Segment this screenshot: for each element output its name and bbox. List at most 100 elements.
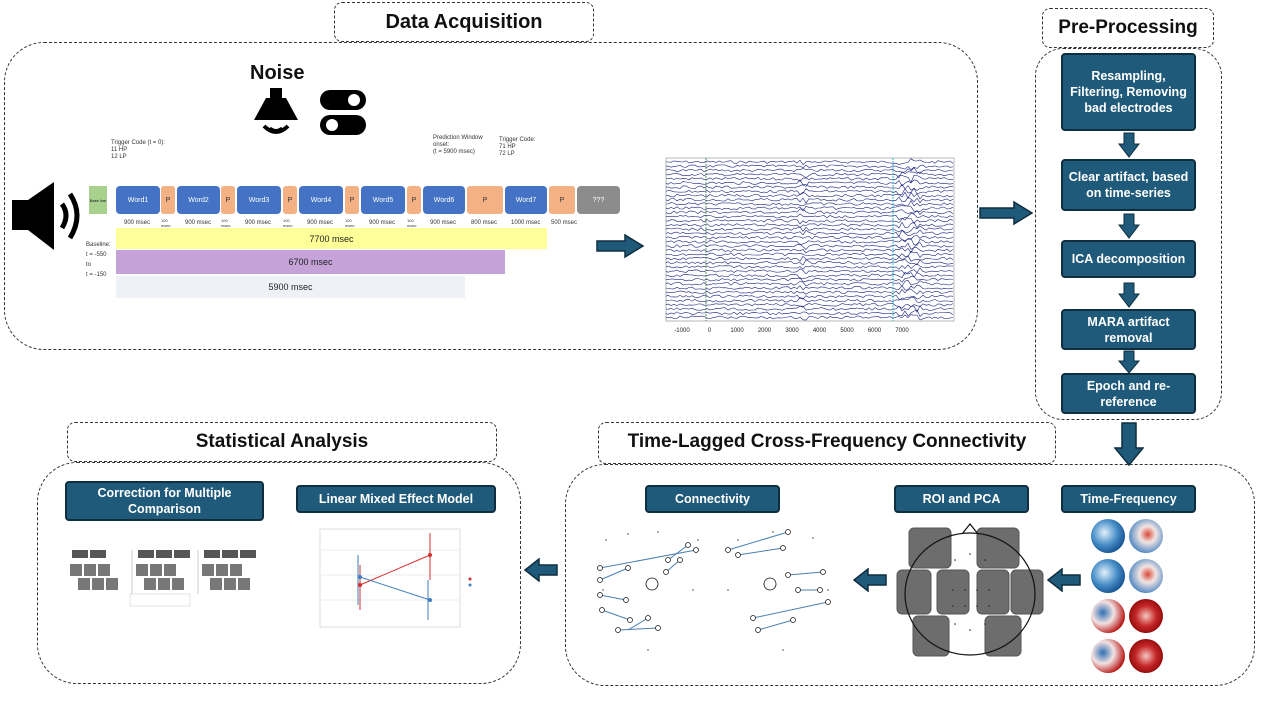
eeg-channel-trace — [665, 280, 954, 287]
eeg-channel-trace — [665, 258, 954, 266]
eeg-channel-trace — [665, 167, 953, 174]
eeg-channel-trace — [665, 242, 954, 250]
roi-pca-label: ROI and PCA — [894, 485, 1029, 513]
pause-box: P — [221, 186, 235, 214]
step-clear-artifact: Clear artifact, based on time-series — [1061, 159, 1196, 211]
eeg-tick-label: 2000 — [758, 328, 772, 334]
arrow-down-icon — [1118, 282, 1140, 308]
step-resampling: Resampling, Filtering, Removing bad elec… — [1061, 53, 1196, 131]
eeg-channel-trace — [665, 221, 954, 229]
eeg-channel-trace — [665, 179, 954, 187]
statistical-panel — [37, 462, 521, 684]
word-box: Word1 — [116, 186, 160, 214]
duration-label: 900 msec — [124, 220, 151, 226]
eeg-tick-label: 5000 — [840, 328, 854, 334]
duration-label: 100 msec — [221, 218, 231, 228]
eeg-channel-trace — [665, 294, 954, 301]
eeg-channel-trace — [665, 164, 954, 171]
arrow-down-icon — [1118, 350, 1140, 374]
arrow-down-icon — [1118, 213, 1140, 239]
pause-box: P — [345, 186, 359, 214]
eeg-channel-trace — [665, 309, 954, 318]
eeg-channel-trace — [666, 191, 954, 200]
eeg-channel-trace — [665, 303, 954, 309]
duration-label: 500 msec — [551, 220, 578, 226]
lmm-label: Linear Mixed Effect Model — [296, 485, 496, 513]
eeg-tick-label: 4000 — [813, 328, 827, 334]
pause-box: P — [283, 186, 297, 214]
eeg-channel-trace — [666, 238, 954, 246]
eeg-tick-label: 7000 — [895, 328, 909, 334]
speaker-icon — [12, 182, 80, 250]
connectivity-graph — [597, 529, 831, 651]
pause-box: P — [407, 186, 421, 214]
duration-label: 900 msec — [245, 220, 272, 226]
eeg-channel-trace — [665, 255, 954, 262]
correction-label: Correction for Multiple Comparison — [65, 481, 264, 521]
eeg-channel-trace — [665, 288, 954, 295]
pause-box: P — [549, 186, 575, 214]
step-mara: MARA artifact removal — [1061, 309, 1196, 350]
connectivity-panel — [565, 464, 1255, 686]
pre-processing-title: Pre-Processing — [1042, 8, 1214, 48]
eeg-tick-label: -1000 — [674, 328, 690, 334]
trigger-start-annotation: Trigger Code (t = 0): 11 HP 12 LP — [111, 140, 165, 160]
data-acquisition-title: Data Acquisition — [334, 2, 594, 42]
trigger-end-annotation: Trigger Code: 71 HP 72 LP — [499, 137, 536, 157]
word-box: Word6 — [423, 186, 465, 214]
eeg-channel-trace — [665, 246, 954, 254]
duration-label: 900 msec — [430, 220, 457, 226]
toggle-switch-icon — [320, 90, 366, 135]
eeg-channel-trace — [666, 212, 954, 221]
arrow-left-icon — [1046, 568, 1081, 592]
eeg-channel-trace — [665, 205, 954, 212]
eeg-channel-trace — [665, 305, 954, 313]
correction-plot — [70, 550, 256, 607]
lmm-interaction-plot — [319, 528, 495, 628]
duration-label: 100 msec — [407, 218, 417, 228]
arrow-left-icon — [852, 568, 887, 592]
word-box: Word7 — [505, 186, 547, 214]
eeg-channel-trace — [665, 229, 954, 237]
duration-label: 900 msec — [307, 220, 334, 226]
word-box: Word3 — [237, 186, 281, 214]
eeg-channel-trace — [665, 225, 954, 233]
duration-label: 100 msec — [161, 218, 171, 228]
eeg-channel-trace — [665, 284, 954, 291]
unknown-word-box: ??? — [577, 186, 620, 214]
duration-bar-7700: 7700 msec — [116, 228, 547, 249]
word-box: Word2 — [177, 186, 220, 214]
statistical-title: Statistical Analysis — [67, 422, 497, 462]
eeg-channel-trace — [665, 296, 954, 303]
eeg-tick-label: 1000 — [730, 328, 744, 334]
arrow-right-icon — [979, 200, 1034, 226]
word-box: Word5 — [361, 186, 405, 214]
pre-processing-panel — [1035, 48, 1222, 420]
eeg-channel-trace — [665, 267, 954, 275]
duration-bar-5900: 5900 msec — [116, 276, 465, 298]
eeg-channel-trace — [665, 171, 954, 179]
pause-box: P — [467, 186, 503, 214]
pause-box: P — [161, 186, 175, 214]
time-frequency-topoplots — [1091, 519, 1163, 673]
duration-bar-6700: 6700 msec — [116, 250, 505, 274]
arrow-right-icon — [596, 233, 645, 259]
arrow-down-icon — [1114, 422, 1144, 466]
eeg-channel-trace — [665, 271, 954, 280]
eeg-channel-trace — [665, 208, 954, 215]
word-box: Word4 — [299, 186, 343, 214]
eeg-channel-trace — [665, 196, 954, 204]
duration-label: 900 msec — [185, 220, 212, 226]
eeg-tick-label: 3000 — [785, 328, 799, 334]
connectivity-title: Time-Lagged Cross-Frequency Connectivity — [598, 422, 1056, 464]
eeg-channel-trace — [666, 158, 954, 166]
arrow-down-icon — [1118, 132, 1140, 158]
noise-label: Noise — [250, 62, 305, 84]
arrow-left-icon — [523, 558, 558, 582]
eeg-channel-trace — [665, 187, 954, 196]
data-acquisition-panel — [4, 42, 978, 350]
baseline-annotation: Baseline: t = -550 to t = -150 — [86, 242, 111, 278]
eeg-channel-trace — [665, 276, 954, 283]
eeg-channel-trace — [665, 314, 954, 321]
